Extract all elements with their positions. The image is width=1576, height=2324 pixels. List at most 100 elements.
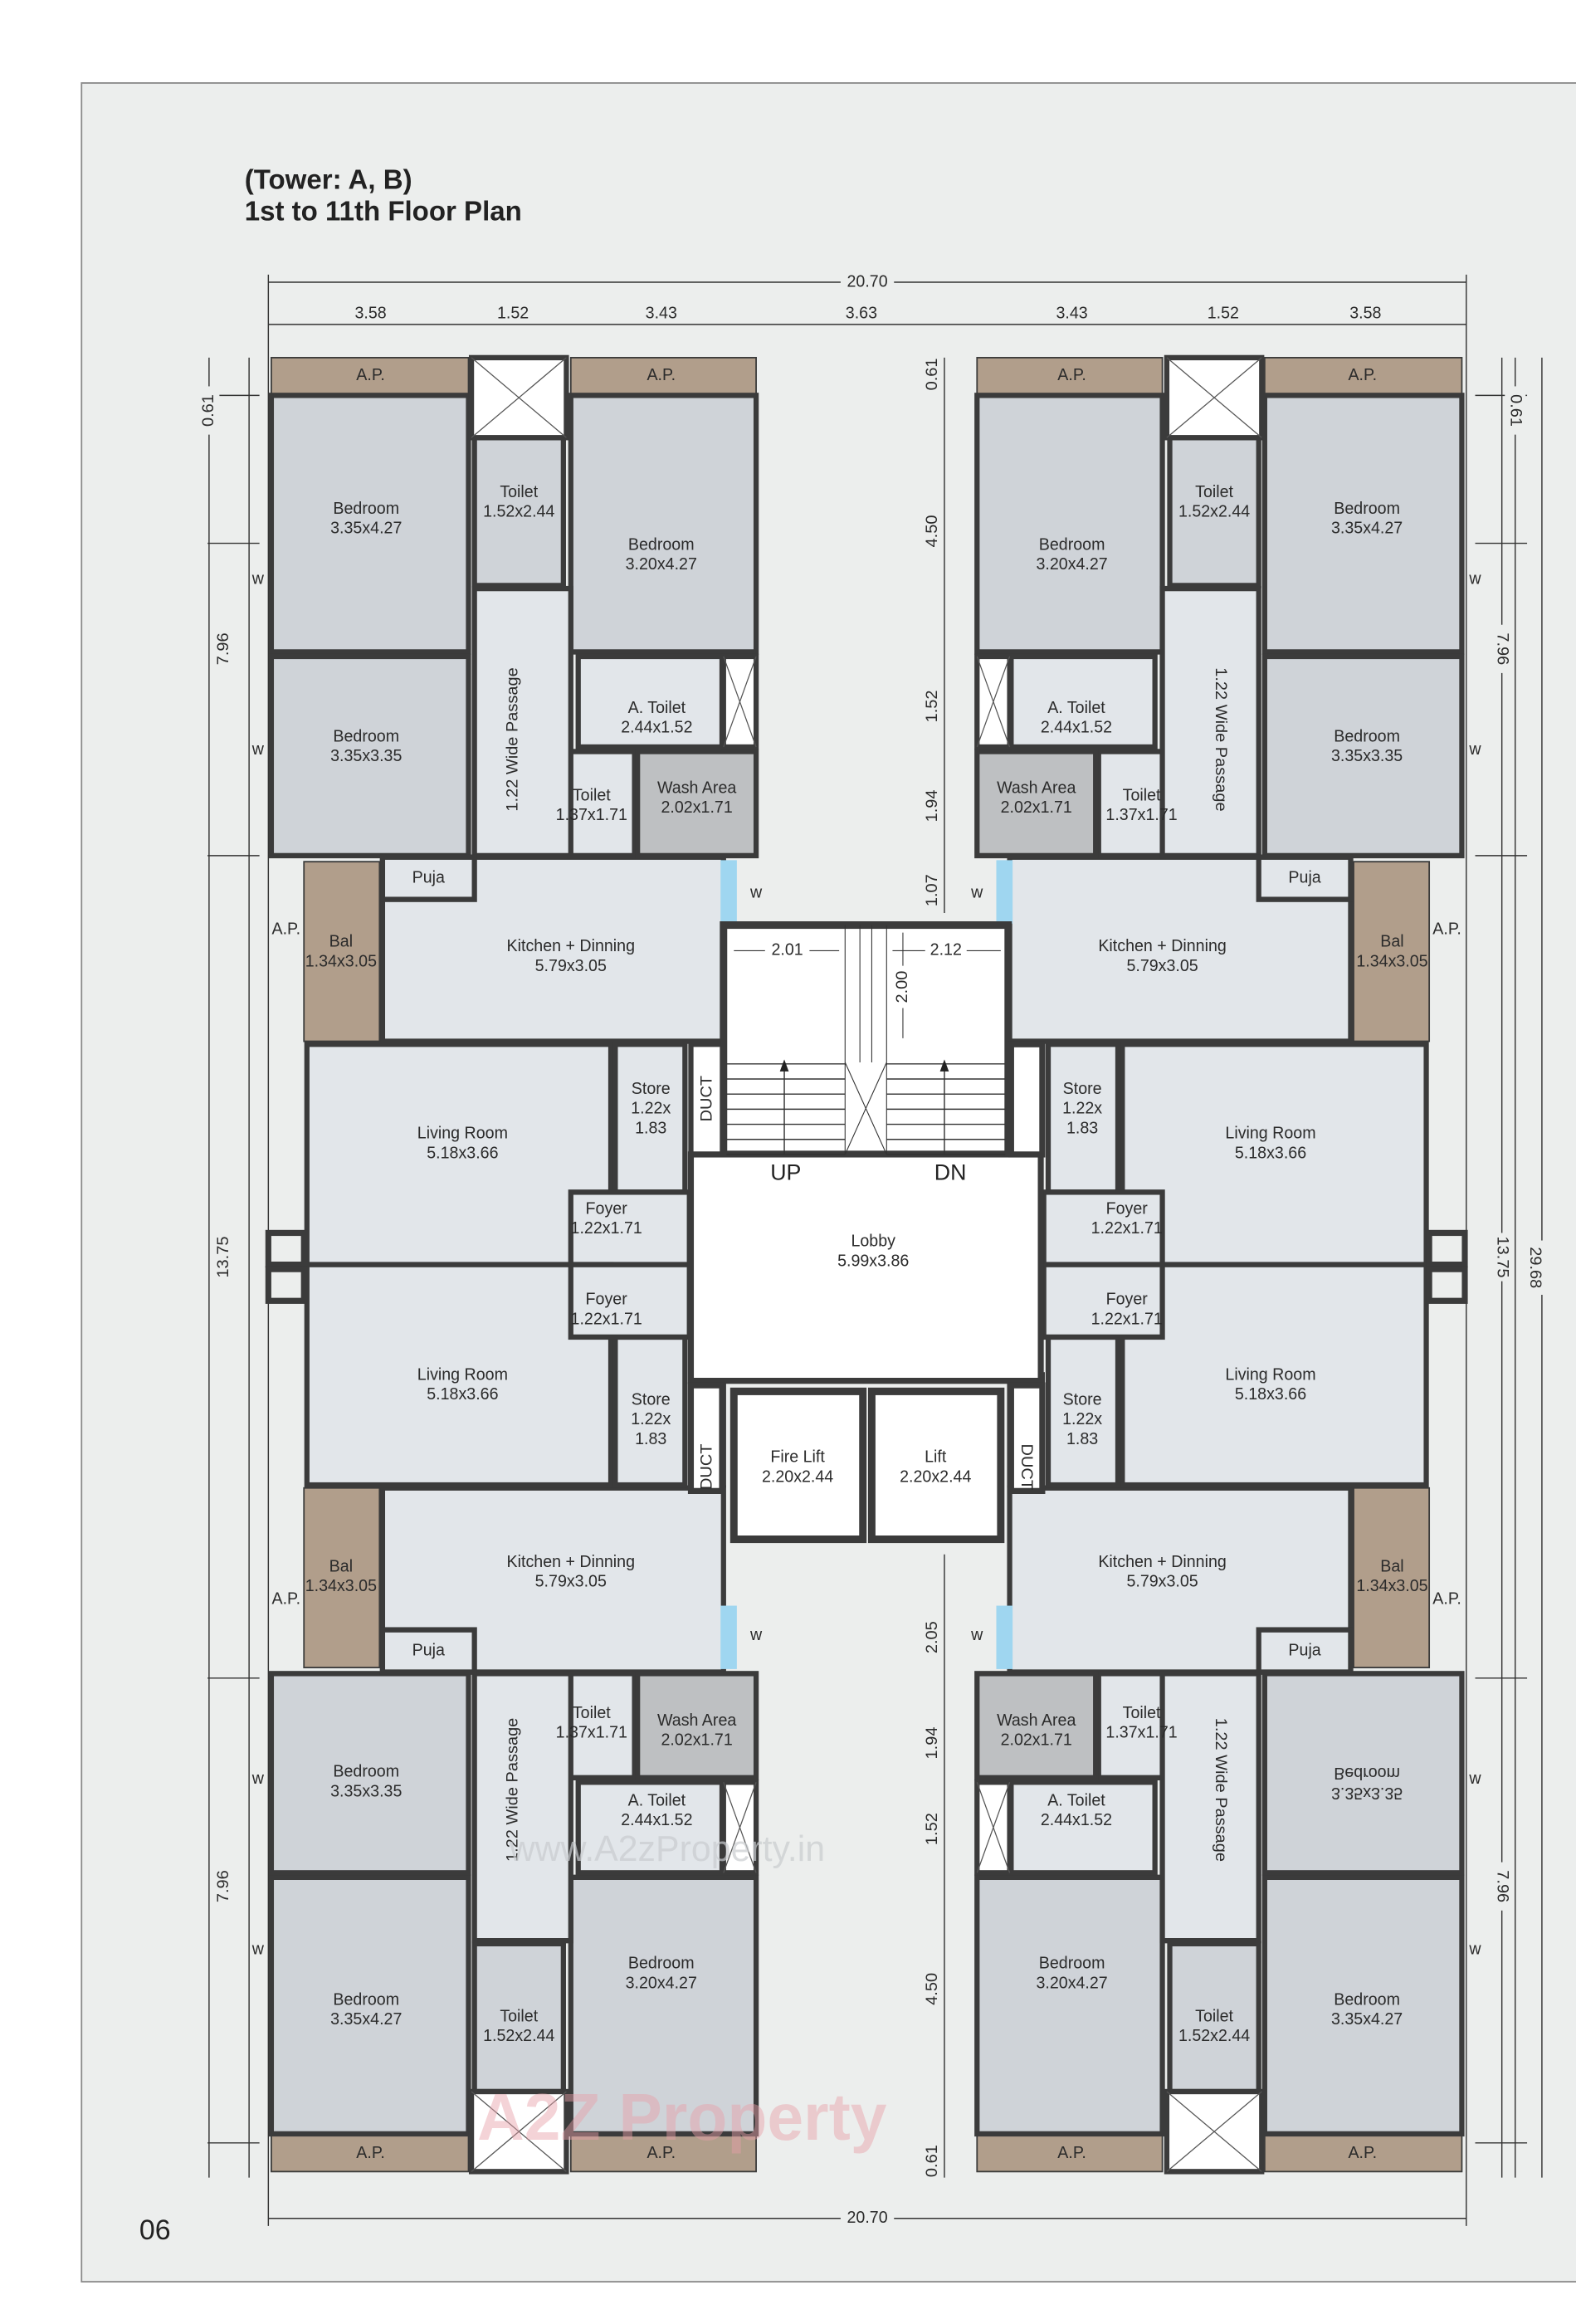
left-dimension: 7.96: [214, 1870, 232, 1902]
room-area: [471, 1671, 573, 1944]
room-size: 1.22x1.71: [571, 1310, 642, 1328]
room-name: Bedroom: [333, 500, 399, 518]
room-size: 1.83: [635, 1119, 666, 1137]
room-area: [974, 749, 1099, 859]
room-name: A.P.: [271, 1589, 300, 1608]
room-name: Foyer: [1106, 1199, 1149, 1218]
room-size: 1.52x2.44: [1178, 2027, 1250, 2045]
dimension-gap: [840, 2208, 895, 2229]
room-size: 1.34x3.05: [305, 1577, 377, 1595]
room-size: 1.37x1.71: [556, 806, 627, 824]
room-area: [1159, 1671, 1261, 1944]
room-name: Toilet: [1195, 483, 1233, 501]
dimension-gap: [198, 386, 220, 435]
stair-down-label: DN: [934, 1160, 967, 1185]
room-name: Kitchen + Dinning: [1098, 1553, 1226, 1571]
room-name: Store: [632, 1390, 671, 1409]
room-size: 3.35x4.27: [330, 2010, 402, 2029]
dimension-gap: [1524, 1240, 1545, 1295]
room-area: [568, 1874, 759, 2137]
shaft-cross: [1166, 2091, 1262, 2172]
room-name: Bal: [329, 933, 353, 951]
column: [1426, 1229, 1468, 1268]
room-size: 3.35x3.35: [1331, 747, 1403, 765]
room-size: 5.79x3.05: [1126, 957, 1198, 975]
room-size: 3.35x4.27: [1331, 2010, 1403, 2029]
room-area: [1261, 393, 1465, 655]
room-name: Bedroom: [1039, 1954, 1105, 1972]
apartment-units: A.P.A.P.Bedroom3.35x4.27Toilet1.52x2.44B…: [251, 354, 1481, 2175]
window-label: w: [749, 883, 763, 901]
room-name: Wash Area: [657, 1711, 737, 1730]
room-name: A.P.: [1057, 366, 1086, 384]
room-label: A.P.: [271, 920, 300, 938]
room-label: Puja: [412, 1641, 446, 1659]
room-area: [635, 749, 759, 859]
room-area: [1041, 1262, 1165, 1340]
column: [1426, 1266, 1468, 1304]
dimension-gap: [922, 783, 944, 829]
shaft-cross: [976, 656, 1011, 748]
dimension-gap: [1491, 1862, 1513, 1911]
duct-label: DUCT: [697, 1444, 715, 1491]
room-area: [268, 1874, 471, 2137]
room-label: A.P.: [1057, 2144, 1086, 2162]
room-label: Puja: [1288, 868, 1321, 886]
window-label: w: [1468, 1770, 1481, 1788]
room-area: [379, 1627, 477, 1675]
center-dimension: 1.52: [923, 1813, 941, 1845]
room-size: 1.37x1.71: [556, 1723, 627, 1741]
width-segment: 3.63: [846, 304, 877, 322]
center-dimension: 1.52: [923, 690, 941, 722]
duct: [1008, 1382, 1046, 1494]
room-size: 1.83: [1066, 1119, 1098, 1137]
width-segment: 3.58: [355, 304, 387, 322]
dimension-gap: [922, 1614, 944, 1660]
room-size: 5.18x3.66: [1235, 1144, 1306, 1162]
room-area: [1353, 861, 1431, 1042]
room-size: 2.44x1.52: [621, 718, 692, 736]
dimension-line: [207, 357, 260, 2178]
room-area: [1263, 357, 1463, 397]
room-area: [268, 1671, 471, 1876]
dimension-gap: [213, 1233, 235, 1282]
shaft-cross: [976, 1782, 1011, 1873]
room-name: 1.22 Wide Passage: [503, 1718, 521, 1862]
shaft-cross: [723, 656, 757, 748]
room-name: Puja: [412, 868, 446, 886]
room-area: [612, 1042, 688, 1195]
center-dimension: 2.05: [923, 1621, 941, 1653]
room-size: 1.22x1.71: [571, 1219, 642, 1238]
room-size: 3.20x4.27: [626, 1974, 697, 1992]
fire-lift: [729, 1387, 867, 1544]
room-size: 2.44x1.52: [621, 1811, 692, 1829]
room-label: A.P.: [1432, 1589, 1461, 1608]
window-label: w: [251, 569, 265, 588]
duct: [1008, 1041, 1046, 1158]
room-area: [268, 393, 471, 655]
lobby: [687, 1151, 1044, 1384]
room-size: 3.20x4.27: [1036, 1974, 1107, 1992]
center-dimension: 1.94: [923, 1727, 941, 1760]
room-label: 1.22 Wide Passage: [503, 667, 521, 811]
room-name: A. Toilet: [628, 1791, 686, 1809]
room-name: DUCT: [697, 1076, 715, 1122]
room-label: 1.22 Wide Passage: [1212, 667, 1230, 811]
lobby-name: Lobby: [851, 1232, 895, 1250]
room-name: A.P.: [1348, 366, 1377, 384]
room-size: 2.02x1.71: [661, 798, 733, 817]
shaft-cross: [471, 357, 567, 438]
